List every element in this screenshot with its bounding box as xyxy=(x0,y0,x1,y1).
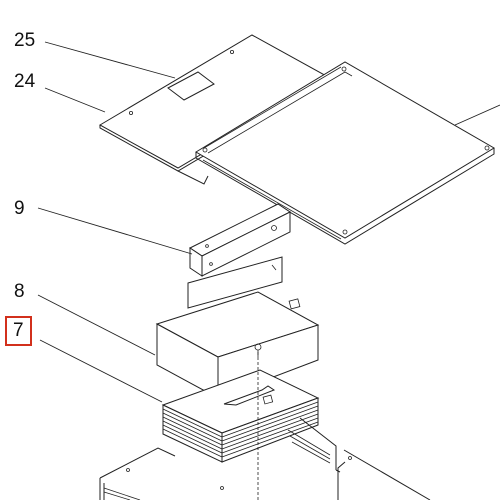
screw-hole xyxy=(342,229,348,235)
screw-hole xyxy=(229,50,234,55)
chassis-base xyxy=(99,417,431,500)
cover-plate-part-24 xyxy=(98,34,332,185)
leader-9 xyxy=(37,207,193,255)
screw-hole xyxy=(202,147,208,153)
leader-7 xyxy=(39,339,163,403)
label-plate-part-25 xyxy=(167,71,215,101)
vertical-shield-plate xyxy=(187,256,283,309)
leader-24 xyxy=(44,87,106,113)
bracket-part-9 xyxy=(189,203,291,277)
leader-8 xyxy=(37,294,156,356)
callout-9: 9 xyxy=(14,198,25,219)
callout-7-highlighted: 7 xyxy=(5,316,32,346)
connector xyxy=(288,298,301,310)
callout-25: 25 xyxy=(14,30,36,51)
screw-hole xyxy=(484,145,490,151)
tray-part-7 xyxy=(161,369,320,463)
callout-8: 8 xyxy=(14,281,25,302)
bracket-hole xyxy=(271,225,277,231)
leader-25 xyxy=(44,41,176,79)
screw-hole xyxy=(341,66,347,72)
screw-hole xyxy=(128,111,133,116)
callout-24: 24 xyxy=(14,71,36,92)
top-panel xyxy=(195,61,500,245)
